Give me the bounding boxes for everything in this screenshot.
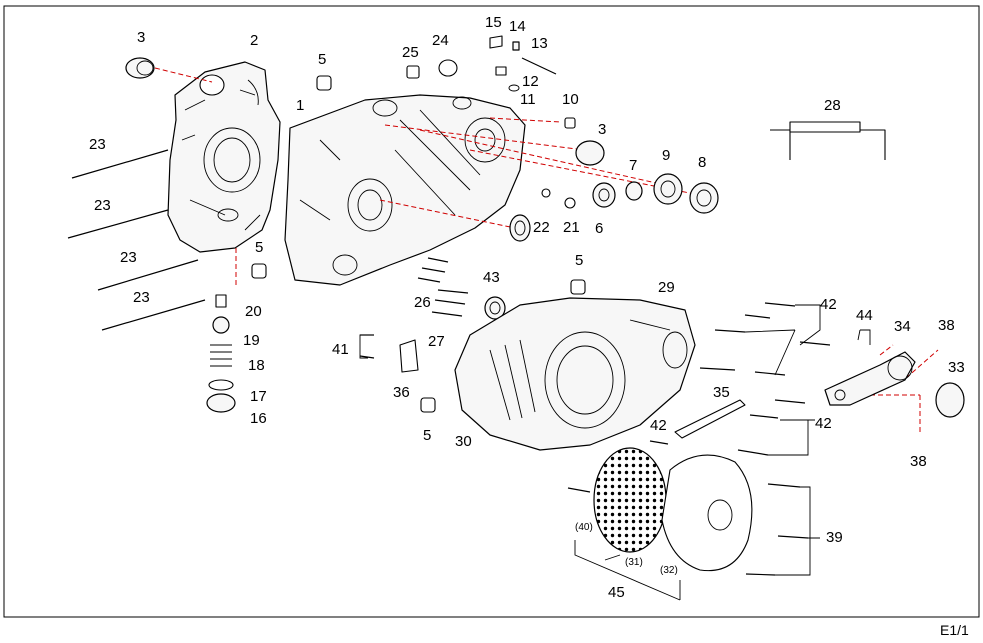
callout-38b: 38 bbox=[910, 453, 927, 470]
callout-41: 41 bbox=[332, 341, 349, 358]
top-small-parts bbox=[406, 35, 576, 129]
bearings-and-seals bbox=[509, 140, 719, 242]
callout-42b: 42 bbox=[650, 417, 667, 434]
callout-34: 34 bbox=[894, 318, 911, 335]
callout-10: 10 bbox=[562, 91, 579, 108]
subref-31: (31) bbox=[625, 557, 643, 568]
drawing-frame bbox=[3, 5, 980, 618]
drain-plug-assembly bbox=[206, 294, 236, 413]
callout-26: 26 bbox=[414, 294, 431, 311]
callout-28: 28 bbox=[824, 97, 841, 114]
bushing-upper-left bbox=[125, 57, 155, 79]
callout-18: 18 bbox=[248, 357, 265, 374]
stud-bolts bbox=[67, 149, 206, 331]
callout-3b: 3 bbox=[598, 121, 606, 138]
bracket-part-28 bbox=[770, 121, 886, 160]
callout-12: 12 bbox=[522, 73, 539, 90]
callout-15: 15 bbox=[485, 14, 502, 31]
subref-40: (40) bbox=[575, 522, 593, 533]
callout-27: 27 bbox=[428, 333, 445, 350]
callout-16: 16 bbox=[250, 410, 267, 427]
callout-14: 14 bbox=[509, 18, 526, 35]
transmission-cover bbox=[454, 297, 696, 451]
callout-24: 24 bbox=[432, 32, 449, 49]
callout-13: 13 bbox=[531, 35, 548, 52]
callout-29: 29 bbox=[658, 279, 675, 296]
left-crankcase-half bbox=[167, 61, 281, 253]
callout-39: 39 bbox=[826, 529, 843, 546]
callout-11: 11 bbox=[520, 91, 536, 108]
bolt-cluster bbox=[417, 257, 469, 317]
callout-5b: 5 bbox=[255, 239, 263, 256]
callout-43: 43 bbox=[483, 269, 500, 286]
callout-7: 7 bbox=[629, 157, 637, 174]
cover-bolts bbox=[649, 302, 831, 456]
callout-19: 19 bbox=[243, 332, 260, 349]
callout-20: 20 bbox=[245, 303, 262, 320]
callout-23a: 23 bbox=[89, 136, 106, 153]
oil-seal-43 bbox=[484, 296, 506, 320]
callout-25: 25 bbox=[402, 44, 419, 61]
callout-17: 17 bbox=[250, 388, 267, 405]
callout-23b: 23 bbox=[94, 197, 111, 214]
callout-9: 9 bbox=[662, 147, 670, 164]
page-reference: E1/1 bbox=[940, 622, 969, 638]
callout-44: 44 bbox=[856, 307, 873, 324]
callout-23d: 23 bbox=[133, 289, 150, 306]
callout-22: 22 bbox=[533, 219, 550, 236]
callout-45: 45 bbox=[608, 584, 625, 601]
callout-30: 30 bbox=[455, 433, 472, 450]
callout-21: 21 bbox=[563, 219, 580, 236]
bracket-part-34 bbox=[824, 351, 916, 406]
clamp-part-36 bbox=[359, 334, 419, 373]
callout-5c: 5 bbox=[575, 252, 583, 269]
dowel-pins bbox=[251, 75, 586, 413]
subref-32: (32) bbox=[660, 565, 678, 576]
callout-5a: 5 bbox=[318, 51, 326, 68]
callout-1: 1 bbox=[296, 97, 304, 114]
callout-5d: 5 bbox=[423, 427, 431, 444]
callout-6: 6 bbox=[595, 220, 603, 237]
right-crankcase-half bbox=[284, 94, 526, 286]
callout-38a: 38 bbox=[938, 317, 955, 334]
callout-36: 36 bbox=[393, 384, 410, 401]
screws-39 bbox=[567, 483, 809, 576]
callout-35: 35 bbox=[713, 384, 730, 401]
air-screen-31 bbox=[593, 447, 667, 553]
callout-33: 33 bbox=[948, 359, 965, 376]
cap-part-33 bbox=[935, 382, 965, 418]
callout-8: 8 bbox=[698, 154, 706, 171]
callout-42a: 42 bbox=[820, 296, 837, 313]
fan-cover-32 bbox=[661, 454, 753, 572]
leader-lines bbox=[359, 304, 871, 601]
plate-part-35 bbox=[674, 399, 746, 439]
callout-42c: 42 bbox=[815, 415, 832, 432]
callout-labels: 1 2 3 3 5 5 5 5 6 7 8 9 10 11 12 13 14 1… bbox=[89, 14, 969, 638]
callout-2: 2 bbox=[250, 32, 258, 49]
callout-3a: 3 bbox=[137, 29, 145, 46]
callout-23c: 23 bbox=[120, 249, 137, 266]
